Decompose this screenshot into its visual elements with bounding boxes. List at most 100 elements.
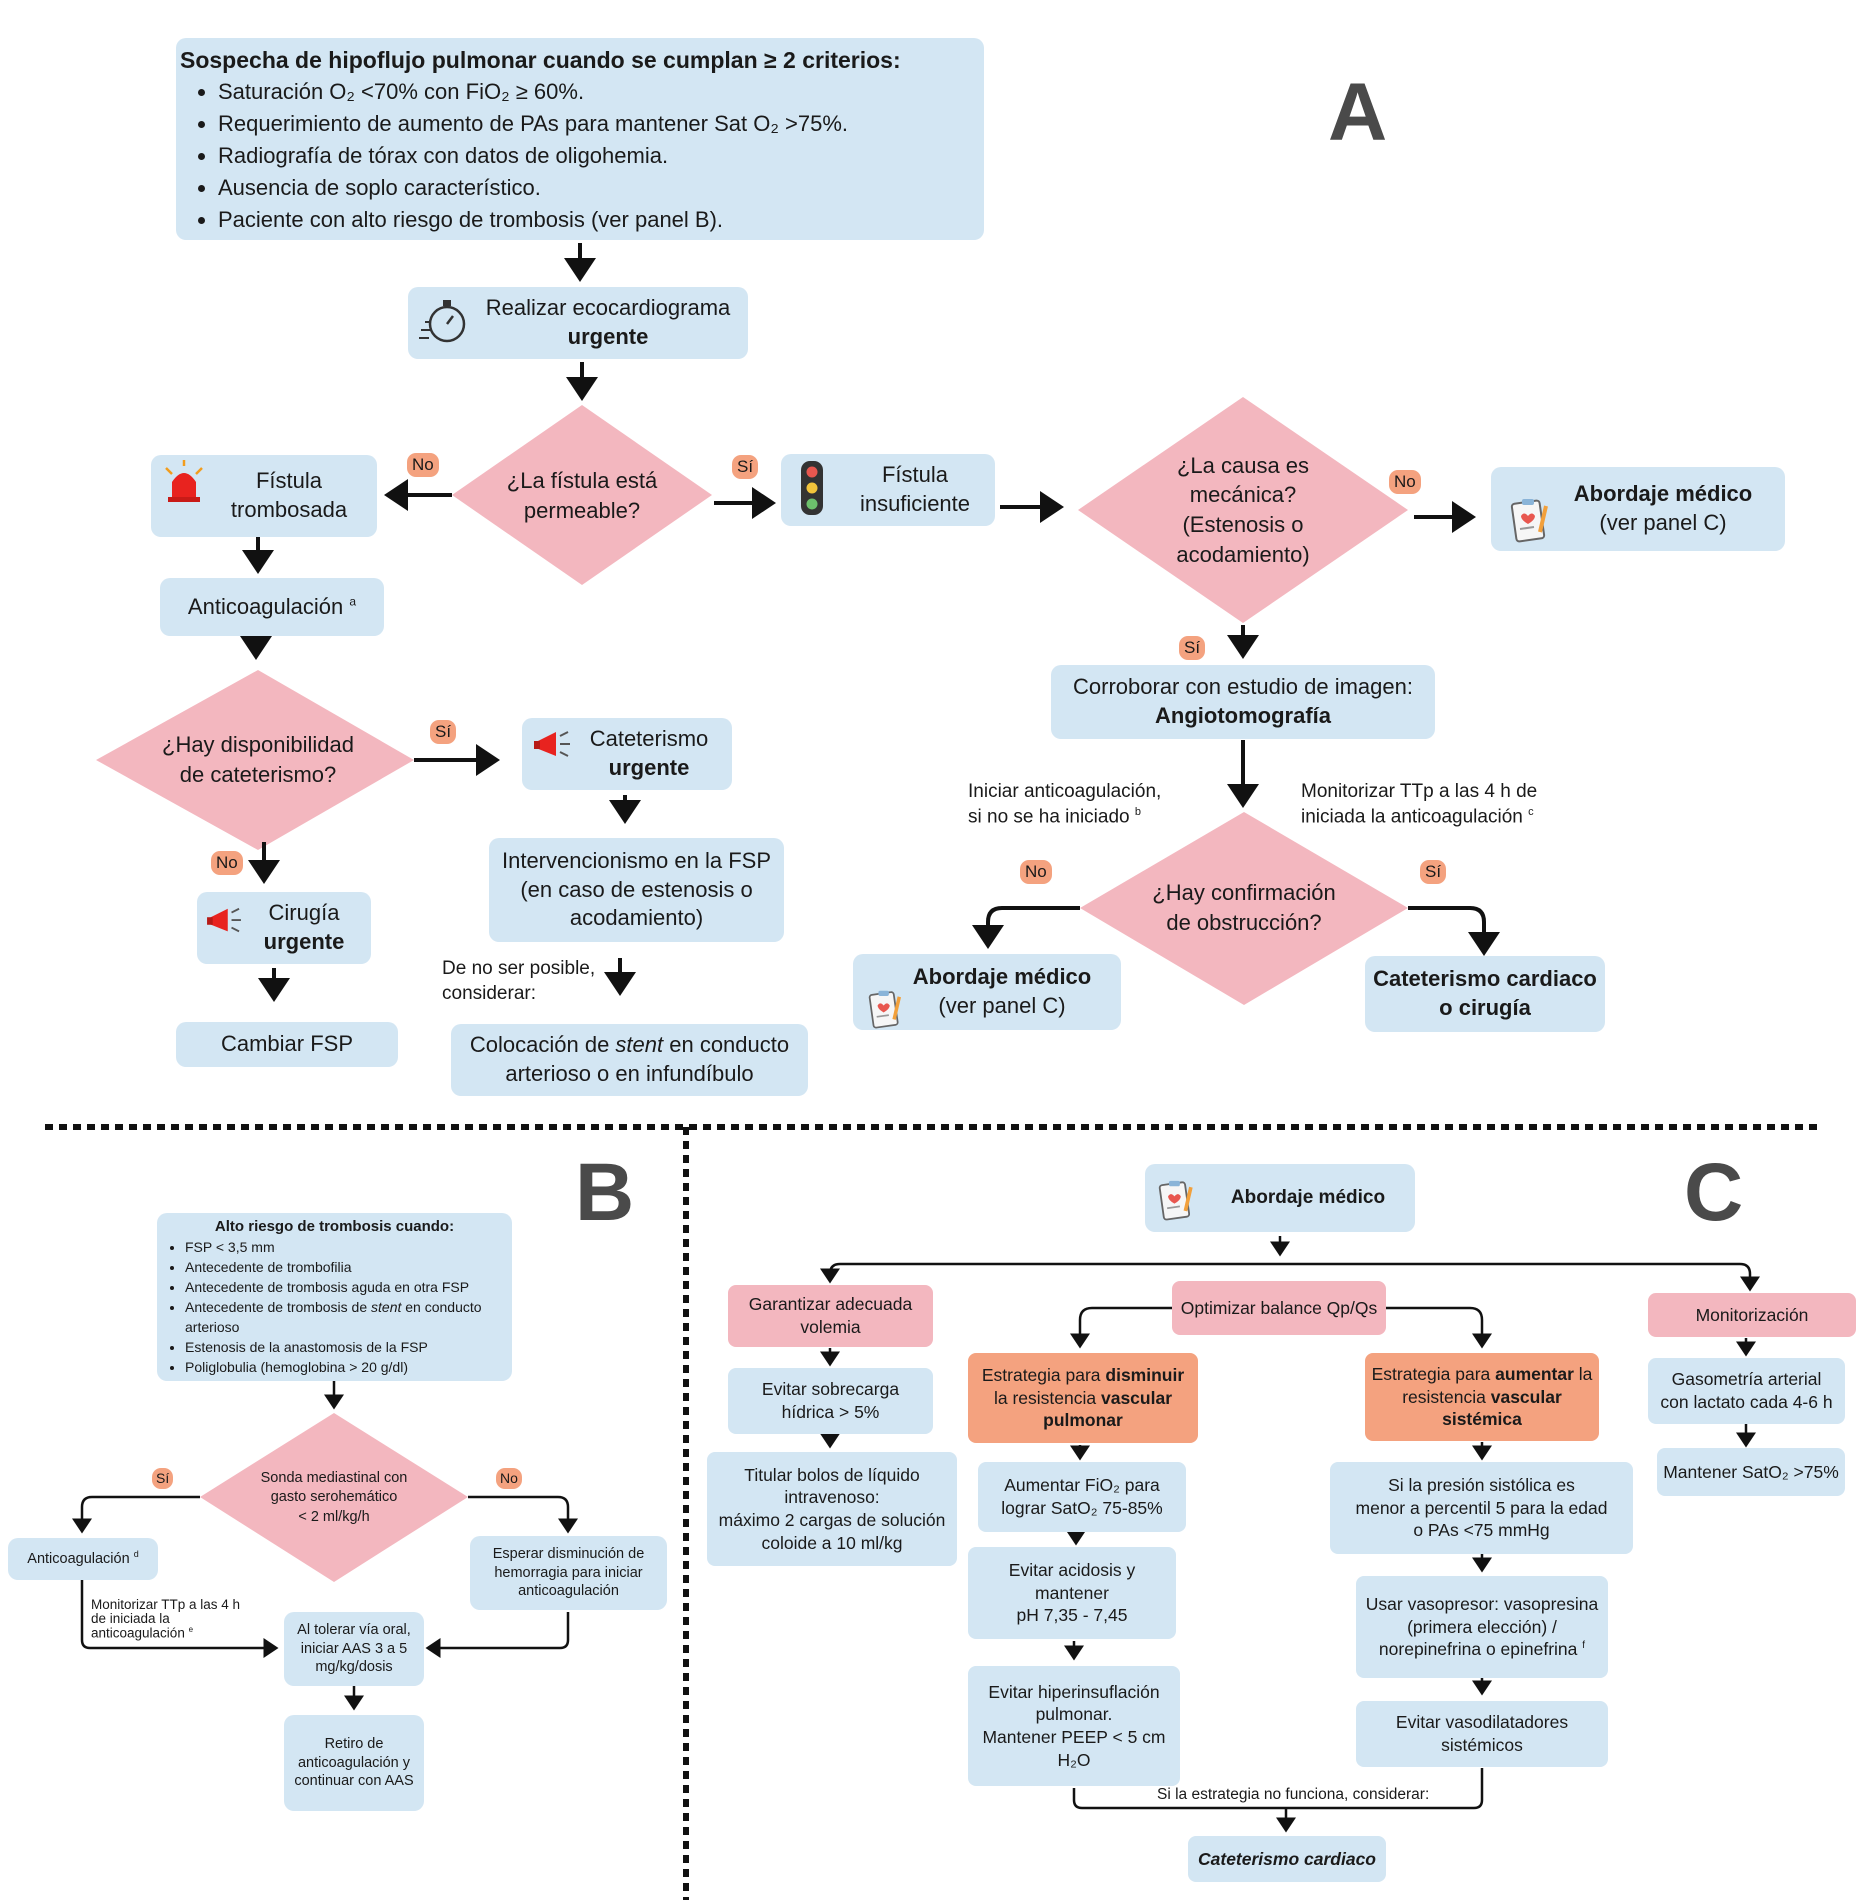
q-obstruction-label: ¿Hay confirmación de obstrucción? (1120, 870, 1368, 946)
note-line: de iniciada la (91, 1611, 170, 1627)
wait-box: Esperar disminución de hemorragia para i… (470, 1536, 667, 1610)
cath-surgery-line: Cateterismo cardiaco (1373, 966, 1597, 992)
q-fistula-line: permeable? (523, 498, 641, 523)
risk-text: Antecedente de trombosis de (185, 1298, 372, 1315)
stent-line: Colocación de stent en conducto (470, 1031, 789, 1060)
balance-label: Optimizar balance Qp/Qs (1180, 1297, 1378, 1318)
cath-c-label: Cateterismo cardiaco (1198, 1848, 1376, 1869)
footnote-mark: f (1582, 1640, 1586, 1652)
stent-text: Colocación de (469, 1032, 616, 1058)
surgery-urgent: urgente (263, 929, 345, 954)
systolic-box: Si la presión sistólica es menor a perce… (1330, 1462, 1633, 1554)
vaso-line: norepinefrina o epinefrina f (1379, 1638, 1585, 1661)
badge-si: Sí (732, 455, 759, 480)
badge-si: Sí (152, 1468, 174, 1489)
badge-no: No (1020, 860, 1052, 885)
increase-line: resistencia vascular (1402, 1386, 1562, 1409)
footnote-mark: a (349, 594, 357, 609)
risk-item: Estenosis de la anastomosis de la FSP (185, 1337, 512, 1357)
criteria-item: Requerimiento de aumento de PAs para man… (218, 108, 848, 140)
criteria-item: Paciente con alto riesgo de trombosis (v… (218, 204, 848, 236)
risk-item: Poliglobulia (hemoglobina > 20 g/dl) (185, 1357, 512, 1377)
badge-si: Sí (1420, 860, 1447, 885)
volemia-line: Garantizar adecuada (748, 1294, 913, 1315)
systolic-line: menor a percentil 5 para la edad (1355, 1497, 1608, 1518)
risk-stent-word: stent (371, 1298, 402, 1315)
q-cath-line: de cateterismo? (179, 762, 337, 787)
bolus-line: intravenoso: (784, 1487, 880, 1508)
decrease-text: la resistencia (993, 1387, 1101, 1408)
surgery-line: Cirugía (268, 900, 340, 926)
volemia-box: Garantizar adecuada volemia (728, 1285, 933, 1347)
traffic-light-icon (801, 461, 823, 515)
increase-text: la (1573, 1363, 1593, 1384)
note-line: Monitorizar TTp a las 4 h (91, 1597, 241, 1612)
decrease-resistance-box: Estrategia para disminuir la resistencia… (968, 1353, 1198, 1443)
hyper-line: H₂O (1057, 1749, 1091, 1770)
medical-sub: (ver panel C) (1599, 510, 1727, 535)
vaso-line: (primera elección) / (1407, 1616, 1557, 1637)
q-obstruction-line: ¿Hay confirmación (1152, 880, 1336, 906)
medical-title: Abordaje médico (912, 964, 1092, 990)
fio2-box: Aumentar FiO₂ para lograr SatO₂ 75-85% (978, 1462, 1186, 1532)
balance-box: Optimizar balance Qp/Qs (1172, 1281, 1386, 1335)
risk-item: FSP < 3,5 mm (185, 1237, 512, 1257)
risk-item: Antecedente de trombosis de stent en con… (185, 1297, 512, 1337)
bolus-box: Titular bolos de líquido intravenoso: má… (707, 1452, 957, 1566)
note-line: Iniciar anticoagulación, (968, 781, 1162, 802)
fio2-line: lograr SatO₂ 75-85% (1001, 1498, 1163, 1518)
diamond-obstruction (1080, 812, 1408, 1005)
echo-urgent: urgente (567, 324, 649, 349)
q-fistula-label: ¿La fístula está permeable? (480, 458, 684, 534)
badge-no: No (1389, 470, 1421, 495)
criteria-item: Ausencia de soplo característico. (218, 172, 848, 204)
q-drain-line: < 2 ml/kg/h (298, 1508, 370, 1525)
megaphone-icon (207, 907, 241, 933)
risk-text: en conducto arterioso (185, 1298, 482, 1335)
anticoag-label: Anticoagulación a (188, 593, 356, 622)
fio2-line: Aumentar FiO₂ para (1004, 1475, 1160, 1496)
bolus-line: coloide a 10 ml/kg (761, 1532, 903, 1553)
corroborate-angio: Angiotomografía (1155, 703, 1331, 728)
vaso-line: Usar vasopresor: vasopresina (1365, 1593, 1599, 1614)
q-cause-line: (Estenosis o (1182, 512, 1304, 537)
q-cause-line: ¿La causa es (1176, 452, 1310, 478)
footnote-mark: d (133, 1549, 139, 1560)
footnote-mark: c (1528, 805, 1534, 818)
withdraw-line: Retiro de (324, 1735, 384, 1752)
vasodil-line: Evitar vasodilatadores (1395, 1712, 1569, 1733)
interv-line: acodamiento) (569, 905, 704, 931)
gasometry-box: Gasometría arterial con lactato cada 4-6… (1648, 1358, 1845, 1424)
cath-c-box: Cateterismo cardiaco (1188, 1836, 1386, 1882)
criteria-item: Radiografía de tórax con datos de oligoh… (218, 140, 848, 172)
interv-line: (en caso de estenosis o (520, 876, 753, 902)
badge-no: No (496, 1468, 522, 1489)
stent-box: Colocación de stent en conducto arterios… (451, 1024, 808, 1096)
increase-text: resistencia (1402, 1386, 1491, 1407)
systolic-line: o PAs <75 mmHg (1413, 1520, 1550, 1541)
hyper-line: Evitar hiperinsuflación (988, 1681, 1160, 1702)
overload-box: Evitar sobrecarga hídrica > 5% (728, 1368, 933, 1434)
aas-line: Al tolerar vía oral, (297, 1621, 411, 1638)
anticoag-b-box: Anticoagulación d (8, 1538, 158, 1580)
q-drain-label: Sonda mediastinal con gasto serohemático… (244, 1465, 424, 1531)
corroborate-line: Corroborar con estudio de imagen: (1073, 674, 1413, 700)
medical-box-bottom: Abordaje médico (ver panel C) (853, 954, 1121, 1030)
note-line: considerar: (442, 982, 536, 1004)
overload-line: hídrica > 5% (781, 1402, 880, 1422)
diamond-cause (1078, 397, 1408, 623)
q-cath-line: ¿Hay disponibilidad (162, 732, 354, 758)
vasodilator-box: Evitar vasodilatadores sistémicos (1356, 1701, 1608, 1767)
start-anticoag-note: Iniciar anticoagulación, si no se ha ini… (968, 780, 1161, 830)
note-line: anticoagulación (91, 1625, 185, 1641)
anticoag-b-label: Anticoagulación d (27, 1549, 138, 1569)
interv-line: Intervencionismo en la FSP (501, 848, 772, 874)
clipboard-heart-icon (868, 990, 901, 1029)
overload-line: Evitar sobrecarga (761, 1379, 900, 1400)
badge-si: Sí (1179, 636, 1206, 661)
monitoring-label: Monitorización (1695, 1304, 1809, 1325)
decrease-line: la resistencia vascular (994, 1387, 1172, 1410)
bolus-line: Titular bolos de líquido (744, 1464, 920, 1485)
withdraw-line: continuar con AAS (294, 1773, 414, 1790)
change-fsp-label: Cambiar FSP (220, 1031, 354, 1057)
